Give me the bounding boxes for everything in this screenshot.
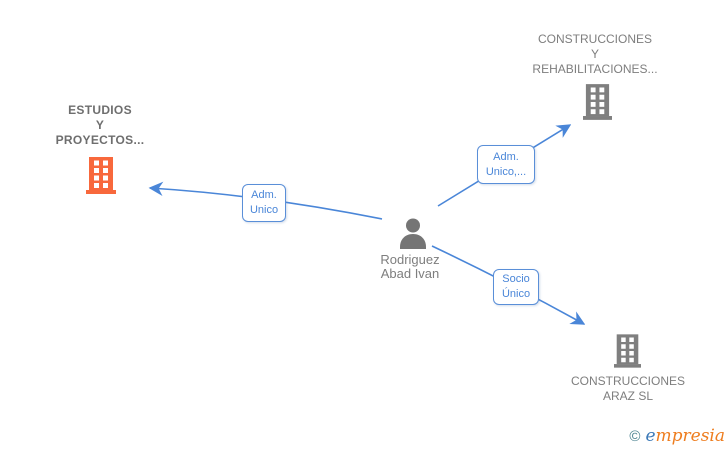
company-label-line: PROYECTOS... (55, 133, 145, 147)
edge-label-line: Adm. (251, 189, 277, 201)
person-label-line: Abad Ivan (380, 266, 440, 281)
building-icon[interactable] (86, 157, 116, 194)
company-label-line: ESTUDIOS (68, 103, 132, 117)
company-label-line: CONSTRUCCIONES (570, 374, 685, 388)
company-label-line: Y (95, 118, 105, 132)
empresia-watermark: ©empresia (629, 426, 725, 446)
company-label-estudios[interactable]: ESTUDIOS Y PROYECTOS... (20, 103, 180, 148)
edge-label-adm-unico-more[interactable]: Adm. Unico,... (477, 145, 535, 184)
brand-initial: e (645, 426, 656, 446)
edge-label-line: Adm. (493, 150, 519, 163)
company-label-line: REHABILITACIONES... (532, 62, 658, 76)
edge-label-line: Único (501, 288, 531, 300)
edge-label-adm-unico[interactable]: Adm. Unico (242, 184, 286, 222)
edge-label-line: Unico (249, 204, 279, 216)
edge-label-line: Socio (502, 273, 530, 285)
company-label-line: ARAZ SL (602, 389, 653, 403)
edge-label-line: Unico,... (485, 165, 527, 178)
company-label-araz[interactable]: CONSTRUCCIONES ARAZ SL (552, 374, 704, 404)
brand-name: mpresia (655, 426, 726, 446)
edge-label-socio-unico[interactable]: Socio Único (493, 269, 539, 305)
person-label-rodriguez-abad-ivan[interactable]: Rodriguez Abad Ivan (348, 253, 472, 281)
person-icon[interactable] (398, 218, 428, 249)
building-icon[interactable] (614, 334, 641, 368)
copyright-symbol: © (629, 428, 641, 445)
company-label-line: CONSTRUCCIONES (537, 32, 652, 46)
person-label-line: Rodriguez (380, 252, 440, 267)
company-label-line: Y (590, 47, 599, 61)
building-icon[interactable] (583, 84, 612, 120)
company-label-rehabilitaciones[interactable]: CONSTRUCCIONES Y REHABILITACIONES... (510, 32, 680, 77)
